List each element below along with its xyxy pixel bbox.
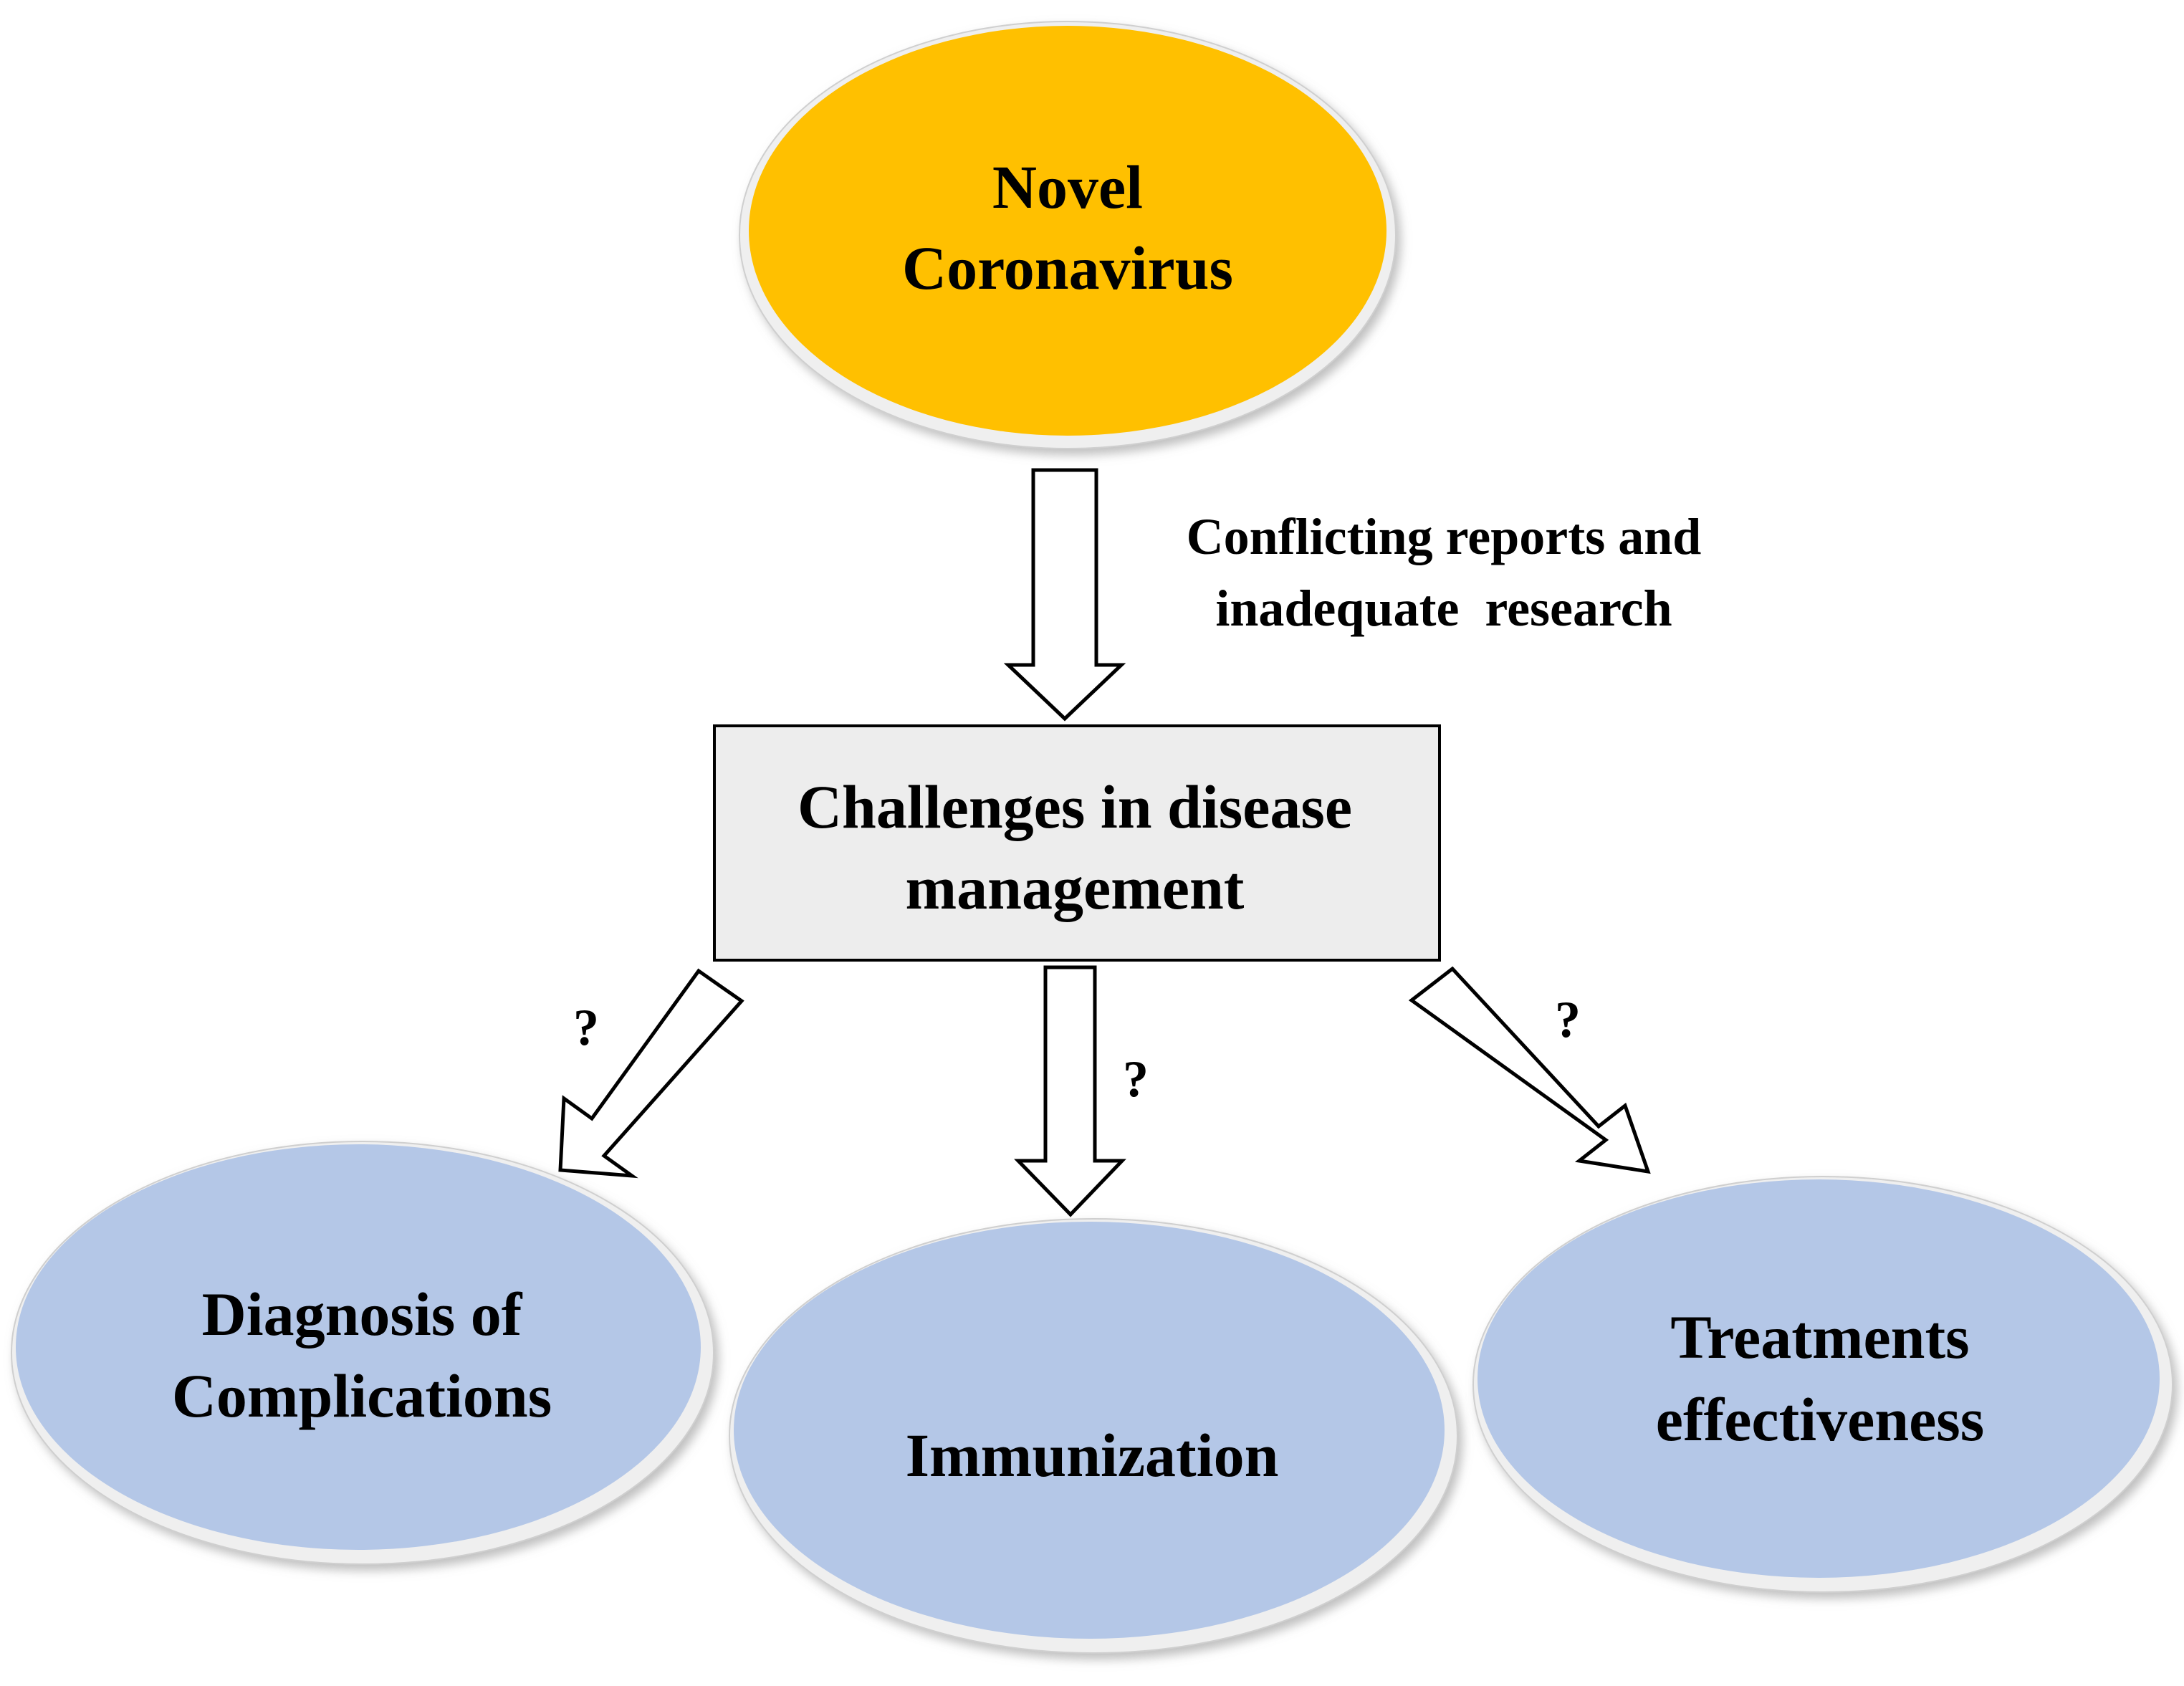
diagnosis-of-complications-node: Diagnosis of Complications — [11, 1141, 714, 1565]
left-diagonal-arrow — [558, 968, 744, 1179]
left-edge-question-mark: ? — [573, 999, 599, 1056]
treatments-label-line2: effectiveness — [1656, 1385, 1984, 1454]
right-edge-question-mark: ? — [1555, 991, 1581, 1048]
novel-coronavirus-label-line2: Coronavirus — [902, 234, 1233, 302]
main-edge-label-line2: inadequate research — [1215, 580, 1672, 637]
treatments-label-line1: Treatments — [1670, 1303, 1969, 1371]
main-edge-label-line1: Conflicting reports and — [1187, 508, 1702, 565]
center-edge-question-mark: ? — [1123, 1050, 1149, 1108]
novel-coronavirus-node: Novel Coronavirus — [739, 21, 1397, 449]
immunization-node: Immunization — [729, 1218, 1458, 1654]
diagnosis-label-line1: Diagnosis of — [202, 1280, 523, 1349]
novel-coronavirus-label-line1: Novel — [992, 153, 1143, 221]
right-diagonal-arrow — [1408, 966, 1651, 1174]
main-edge-label: Conflicting reports and inadequate resea… — [1187, 508, 1702, 637]
treatments-effectiveness-node: Treatments effectiveness — [1472, 1176, 2173, 1593]
main-down-arrow — [1003, 468, 1126, 722]
center-down-arrow — [1014, 965, 1126, 1217]
diagnosis-label-line2: Complications — [172, 1361, 552, 1430]
challenges-box-label-line1: Challenges in disease — [798, 772, 1352, 841]
immunization-label: Immunization — [906, 1421, 1279, 1490]
challenges-box: Challenges in disease management — [713, 724, 1441, 962]
challenges-box-label-line2: management — [906, 853, 1245, 922]
